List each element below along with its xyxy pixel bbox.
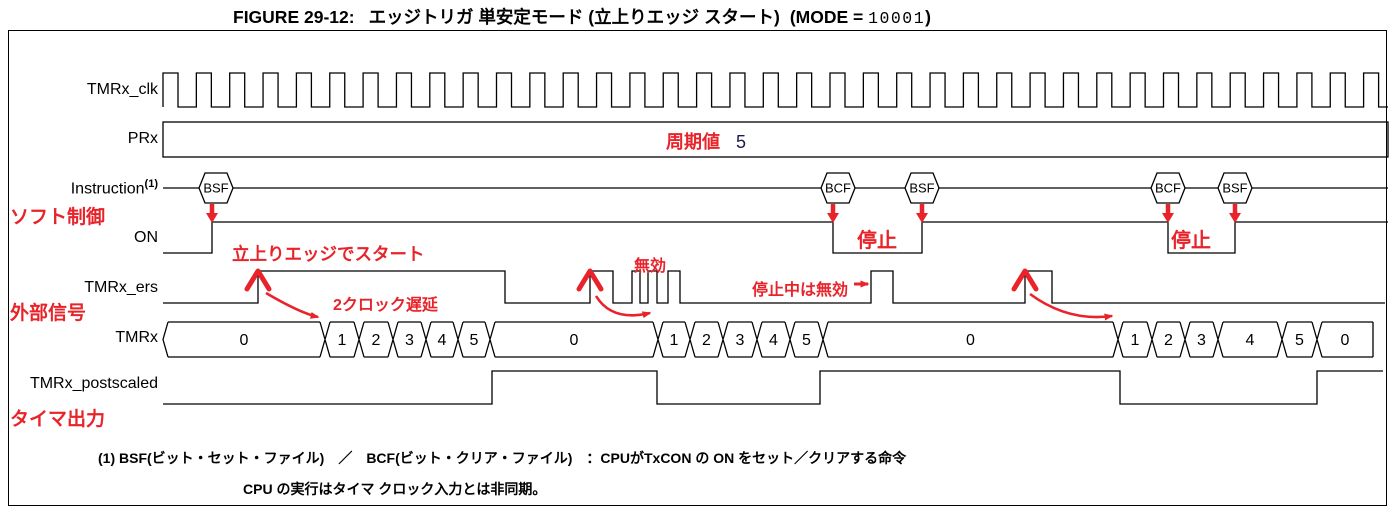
signal-label-tmrx-clk: TMRx_clk	[86, 81, 158, 98]
tmrx-count-value: 2	[1164, 332, 1173, 349]
tmrx-count-value: 3	[1197, 332, 1206, 349]
annotation-two-clock-delay: 2クロック遅延	[333, 297, 438, 314]
red-curved-arrow	[594, 295, 652, 319]
red-curved-arrow	[1029, 292, 1114, 321]
signal-label-instruction: Instruction(1)	[6, 178, 158, 198]
tmrx-count-value: 3	[736, 332, 745, 349]
signal-label-tmrx-ers: TMRx_ers	[84, 279, 158, 296]
period-value-label: 周期値	[666, 132, 720, 152]
instruction-mnemonic: BSF	[909, 181, 934, 196]
red-curved-arrow	[265, 291, 320, 319]
tmrx-count-value: 5	[1295, 332, 1304, 349]
mode-suffix: )	[925, 7, 931, 27]
instruction-label-text: Instruction	[70, 180, 145, 198]
red-down-arrowhead	[1229, 213, 1241, 223]
figure-title-text: エッジトリガ 単安定モード (立上りエッジ スタート)	[368, 7, 780, 27]
instruction-mnemonic: BSF	[1222, 181, 1247, 196]
prx-period-caption: 周期値 5	[666, 128, 746, 154]
instruction-footnote-ref: (1)	[144, 178, 158, 190]
group-label-external-signal: 外部信号	[10, 303, 87, 324]
tmrx-count-value: 5	[470, 332, 479, 349]
annotation-invalid-while-stopped: 停止中は無効	[752, 282, 849, 299]
instruction-hexagon	[1150, 172, 1186, 204]
instruction-hexagon	[198, 172, 234, 204]
red-down-arrowhead	[827, 213, 839, 223]
mode-value: 10001	[868, 9, 926, 28]
on-waveform	[163, 221, 1388, 254]
tmrx-bus	[162, 321, 1374, 358]
tmrx-count-value: 1	[670, 332, 679, 349]
annotation-invalid: 無効	[634, 258, 667, 275]
tmrx-count-value: 4	[1246, 332, 1255, 349]
red-down-arrowhead	[916, 213, 928, 223]
tmrx-count-value: 1	[1131, 332, 1140, 349]
prx-box	[162, 121, 1389, 158]
red-down-arrowhead	[1162, 213, 1174, 223]
red-up-arrow	[244, 268, 272, 292]
instruction-hexagon	[904, 172, 940, 204]
diagram-border	[8, 30, 1387, 506]
tmrx-count-value: 1	[338, 332, 347, 349]
clk-waveform	[162, 72, 1388, 108]
signal-label-on: ON	[134, 229, 158, 246]
group-label-timer-output: タイマ出力	[10, 409, 106, 430]
annotation-start-on-rising-edge: 立上りエッジでスタート	[232, 244, 425, 264]
footnote-2: CPU の実行はタイマ クロック入力とは非同期。	[243, 481, 547, 497]
tmrx-count-value: 2	[372, 332, 381, 349]
tmrx-ers-waveform	[163, 270, 1385, 304]
tmrx-count-value: 0	[966, 332, 975, 349]
figure-title: FIGURE 29-12: エッジトリガ 単安定モード (立上りエッジ スタート)…	[233, 4, 931, 29]
instruction-mnemonic: BCF	[825, 181, 851, 196]
tmrx-count-value: 4	[438, 332, 447, 349]
annotation-stop-1: 停止	[857, 230, 897, 252]
annotation-stop-2: 停止	[1171, 230, 1211, 252]
tmrx-count-value: 5	[802, 332, 811, 349]
figure-number: FIGURE 29-12:	[233, 7, 355, 27]
red-down-arrowhead	[206, 213, 218, 223]
mode-prefix: (MODE =	[789, 7, 869, 27]
group-label-soft-control: ソフト制御	[10, 207, 106, 228]
tmrx-count-value: 3	[405, 332, 414, 349]
tmrx-postscaled-waveform	[163, 370, 1383, 405]
signal-label-prx: PRx	[127, 130, 158, 147]
tmrx-count-value: 4	[769, 332, 778, 349]
red-up-arrow	[1011, 268, 1039, 292]
instruction-hexagon	[820, 172, 856, 204]
footnote-1: (1) BSF(ビット・セット・ファイル) ／ BCF(ビット・クリア・ファイル…	[98, 450, 907, 466]
tmrx-count-value: 2	[702, 332, 711, 349]
tmrx-count-value: 0	[240, 332, 249, 349]
period-value: 5	[736, 132, 747, 152]
instruction-mnemonic: BCF	[1155, 181, 1181, 196]
instruction-hexagon	[1217, 172, 1253, 204]
signal-label-tmrx-postscaled: TMRx_postscaled	[29, 375, 158, 392]
red-up-arrow	[576, 268, 604, 292]
instruction-mnemonic: BSF	[203, 181, 228, 196]
signal-label-tmrx: TMRx	[115, 329, 158, 346]
tmrx-count-value: 0	[1341, 332, 1350, 349]
tmrx-count-value: 0	[570, 332, 579, 349]
